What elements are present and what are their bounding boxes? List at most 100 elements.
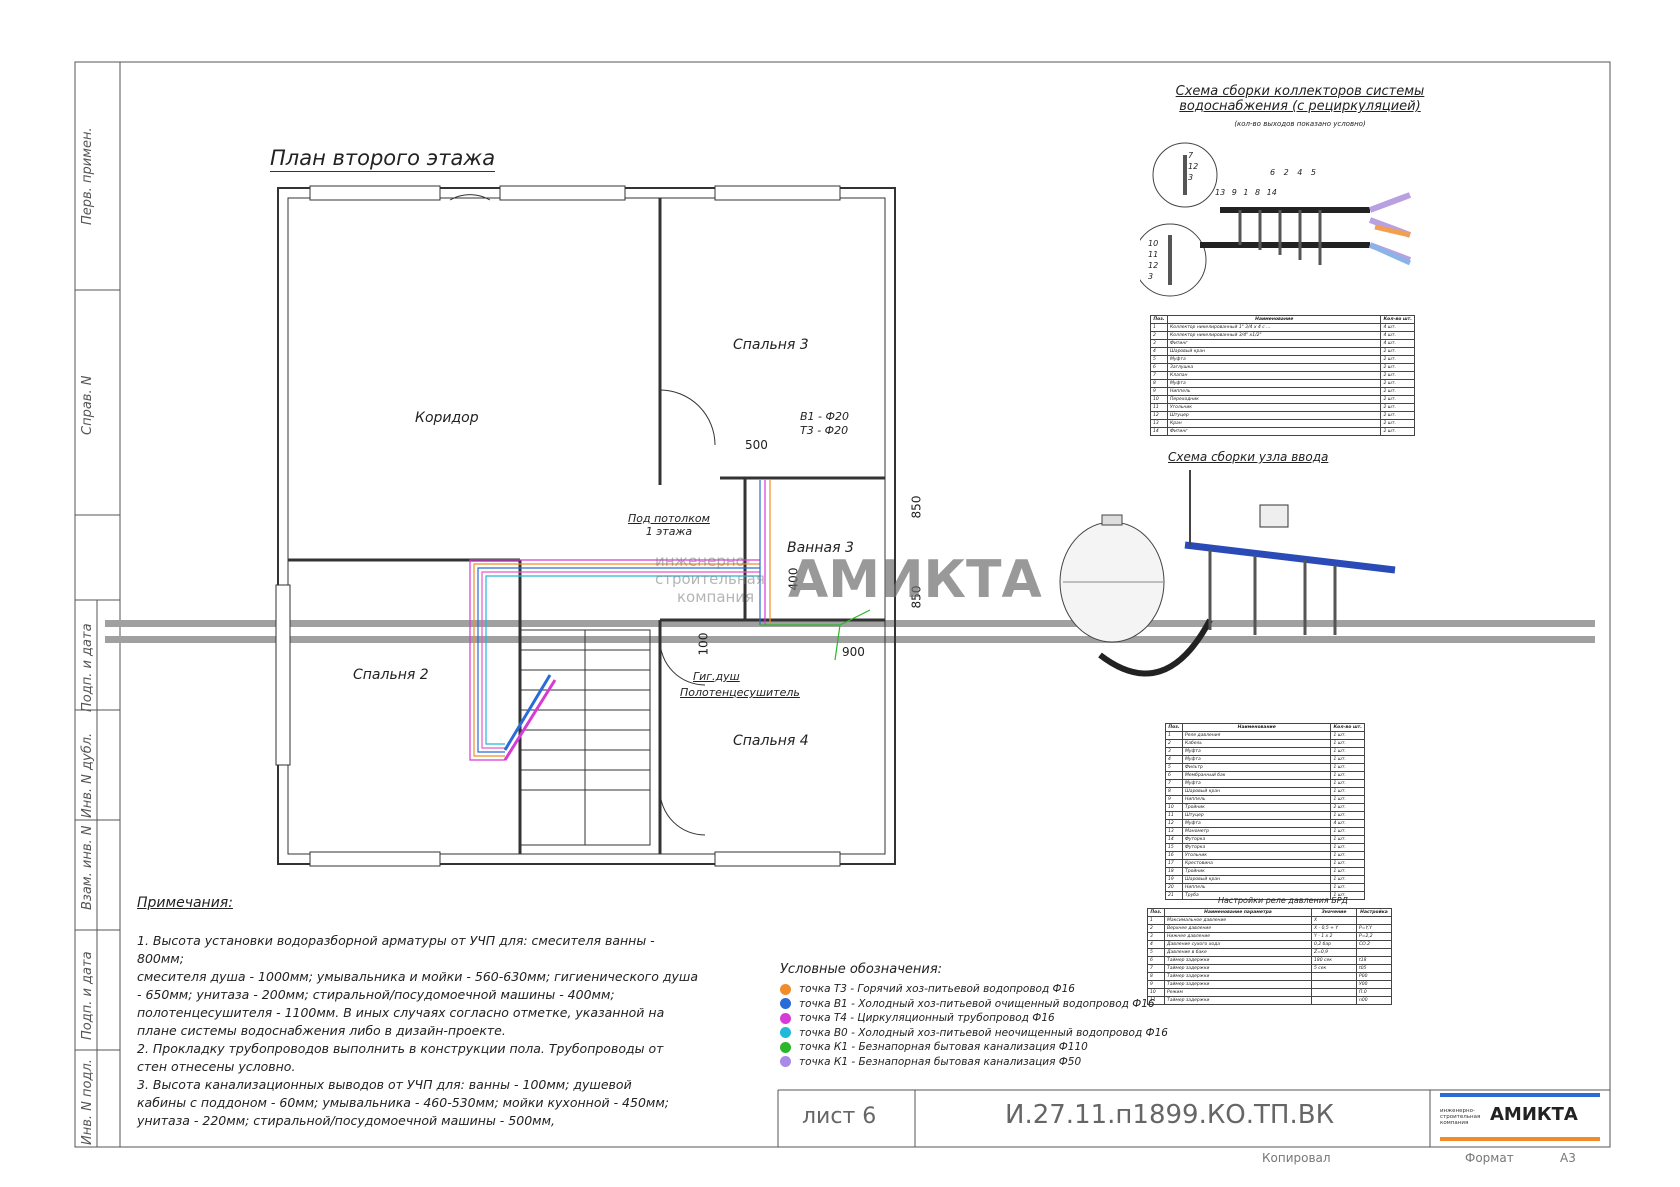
dim-900: 900 (842, 645, 865, 659)
table-cell: Муфта (1181, 819, 1332, 828)
table-cell: 2 (1150, 331, 1168, 340)
label-under-ceiling-2: 1 этажа (645, 525, 693, 538)
table-cell: Клапан (1166, 371, 1382, 380)
note-line: смесителя душа - 1000мм; умывальника и м… (137, 969, 698, 984)
table-cell: 1 шт. (1330, 891, 1365, 900)
pressure-settings-table: Поз. Наименование параметра Значение Нас… (1147, 908, 1392, 1005)
table-cell: Труба (1181, 891, 1332, 900)
legend-label: точка В0 - Холодный хоз-питьевой неочище… (799, 1026, 1168, 1039)
table-cell: 9 (1150, 387, 1168, 396)
format-value: А3 (1560, 1151, 1576, 1165)
collector-callouts: 7 12 3 (1188, 150, 1198, 183)
table-cell: Таймер задержки (1164, 980, 1312, 989)
notes-heading: Примечания: (137, 895, 233, 911)
table-cell: 6 (1147, 956, 1165, 965)
table-cell: У00 (1356, 980, 1392, 989)
table-cell: 2 шт. (1380, 363, 1415, 372)
table-cell: P00 (1356, 972, 1392, 981)
table-cell: 19 (1165, 875, 1183, 884)
room-bedroom4: Спальня 4 (733, 733, 809, 749)
table-cell: Реле давления (1181, 731, 1332, 740)
logo-small-text: инженерно- строительная компания (1440, 1108, 1480, 1126)
col-pval: Значение (1311, 908, 1357, 917)
table-cell: Таймер задержки (1164, 956, 1312, 965)
note-line: 1. Высота установки водоразборной армату… (137, 933, 655, 948)
table-cell: 4 (1150, 347, 1168, 356)
format-label: Формат (1465, 1151, 1514, 1165)
table-cell: Коллектор никелированный 1" 3/4 х 4 с ..… (1166, 323, 1382, 332)
room-corridor: Коридор (415, 410, 479, 426)
table-cell: 14 (1165, 835, 1183, 844)
table-cell: Муфта (1181, 747, 1332, 756)
table-cell: Z=0,9 (1311, 948, 1357, 957)
table-cell: Штуцер (1181, 811, 1332, 820)
table-cell: 4 шт. (1380, 339, 1415, 348)
col-name: Наименование (1166, 315, 1382, 324)
table-cell: 3 (1165, 747, 1183, 756)
col-pname: Наименование параметра (1164, 908, 1312, 917)
table-cell: Муфта (1181, 779, 1332, 788)
table-cell: 1 шт. (1330, 859, 1365, 868)
collector-title-1: Схема сборки коллекторов системы (1175, 84, 1425, 99)
table-cell (1311, 980, 1357, 989)
table-cell: П.0 (1356, 988, 1392, 997)
table-cell: 1 шт. (1330, 827, 1365, 836)
callout-3b: 3 (1148, 272, 1154, 281)
table-cell: Режим (1164, 988, 1312, 997)
table-cell: 1 шт. (1330, 731, 1365, 740)
table-cell: 1 шт. (1330, 771, 1365, 780)
table-cell: 4 (1165, 755, 1183, 764)
note-line: - 650мм; унитаза - 200мм; стиральной/пос… (137, 987, 615, 1002)
legend-item: точка В1 - Холодный хоз-питьевой очищенн… (780, 998, 1155, 1010)
room-bedroom2: Спальня 2 (353, 667, 429, 683)
note-line: кабины с поддоном - 60мм; умывальника - … (137, 1095, 669, 1110)
table-cell: 8 (1165, 787, 1183, 796)
watermark-line1: инженерно- (655, 552, 751, 570)
table-cell: P=2,2 (1356, 932, 1392, 941)
legend-label: точка К1 - Безнапорная бытовая канализац… (799, 1055, 1082, 1068)
table-cell: 4 шт. (1380, 323, 1415, 332)
table-cell (1311, 972, 1357, 981)
table-cell: 180 сек (1311, 956, 1357, 965)
table-cell: 7 (1165, 779, 1183, 788)
logo-brand: АМИКТА (1490, 1104, 1578, 1125)
table-cell: 21 (1165, 891, 1183, 900)
table-cell: 5 (1165, 763, 1183, 772)
legend-color-dot (780, 983, 791, 995)
table-cell: 10 (1150, 395, 1168, 404)
legend-item: точка К1 - Безнапорная бытовая канализац… (780, 1056, 1081, 1068)
table-cell: 1 (1150, 323, 1168, 332)
watermark-brand: АМИКТА (788, 550, 1042, 610)
legend-item: точка Т3 - Горячий хоз-питьевой водопров… (780, 983, 1075, 995)
table-cell: Нижнее давление (1164, 932, 1312, 941)
table-cell: 10 (1147, 988, 1165, 997)
table-cell: 2 шт. (1330, 803, 1365, 812)
room-bathroom3: Ванная 3 (787, 540, 854, 556)
legend-item: точка Т4 - Циркуляционный трубопровод Ф1… (780, 1012, 1055, 1024)
dim-500: 500 (745, 438, 768, 452)
table-cell: Фитинг (1166, 427, 1382, 436)
table-cell: 1 шт. (1330, 883, 1365, 892)
legend-color-dot (780, 1027, 791, 1038)
table-cell: 6 (1165, 771, 1183, 780)
col-name2: Наименование (1181, 723, 1332, 732)
table-cell: Угольник (1181, 851, 1332, 860)
table-cell: 8 (1150, 379, 1168, 388)
table-cell: Таймер задержки (1164, 972, 1312, 981)
label-towel-dryer: Полотенцесушитель (680, 686, 800, 699)
table-cell: 1 шт. (1330, 739, 1365, 748)
table-cell: Верхнее давление (1164, 924, 1312, 933)
table-cell: 2 шт. (1380, 403, 1415, 412)
